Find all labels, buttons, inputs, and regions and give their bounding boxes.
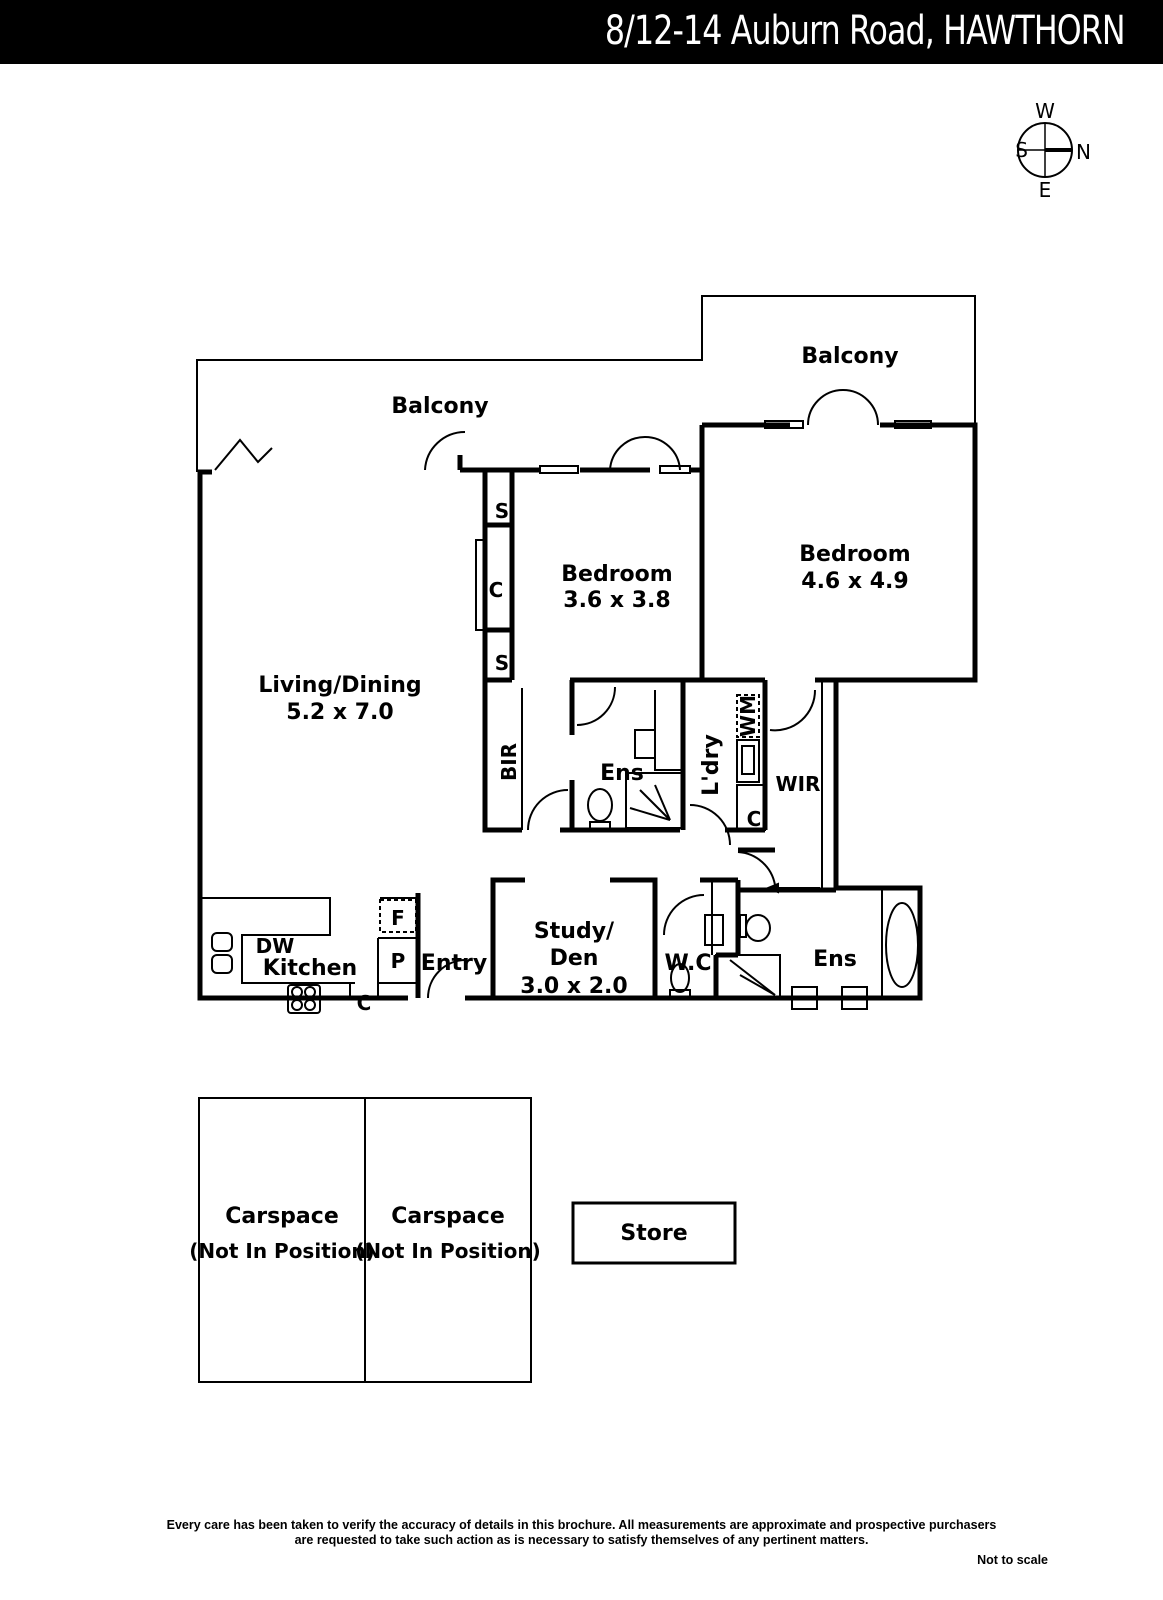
entry-label: Entry: [421, 951, 487, 976]
pantry-label: P: [391, 949, 406, 973]
compass-south: S: [1015, 138, 1028, 162]
store-outline: [571, 1201, 737, 1265]
compass-west: W: [1035, 99, 1055, 123]
disclaimer: Every care has been taken to verify the …: [0, 1518, 1163, 1548]
cupboard-label: C: [747, 807, 762, 831]
fixtures: [200, 388, 932, 1014]
compass-east: E: [1039, 178, 1052, 202]
den-label: Den: [550, 946, 599, 971]
carspace-2-label: Carspace: [391, 1204, 505, 1229]
living-dining-size: 5.2 x 7.0: [286, 700, 393, 725]
property-address-title: 8/12-14 Auburn Road, HAWTHORN: [605, 8, 1126, 54]
bedroom-1-size: 4.6 x 4.9: [801, 569, 908, 594]
compass-north: N: [1076, 140, 1091, 164]
store-label: Store: [620, 1221, 687, 1246]
shelf-label: S: [495, 651, 509, 675]
carspace-1-note: (Not In Position): [189, 1239, 374, 1263]
cupboard-label: C: [489, 578, 504, 602]
header-bar: 8/12-14 Auburn Road, HAWTHORN: [0, 0, 1163, 64]
ensuite-1-label: Ens: [600, 761, 644, 786]
study-size: 3.0 x 2.0: [520, 974, 627, 999]
cupboard-label: C: [357, 991, 372, 1015]
living-dining-label: Living/Dining: [258, 673, 421, 698]
compass-icon: W S N E: [1015, 99, 1091, 202]
disclaimer-line-1: Every care has been taken to verify the …: [166, 1518, 997, 1532]
bedroom-2-size: 3.6 x 3.8: [563, 588, 670, 613]
disclaimer-line-2: are requested to take such action as is …: [294, 1533, 869, 1547]
shelf-label: S: [495, 499, 509, 523]
carspace-2-note: (Not In Position): [355, 1239, 540, 1263]
bedroom-1-label: Bedroom: [799, 542, 910, 567]
study-label: Study/: [534, 919, 615, 944]
carspace-outline: [198, 1097, 532, 1383]
balcony-label: Balcony: [391, 394, 488, 419]
laundry-label: L'dry: [699, 734, 724, 796]
bedroom-2-label: Bedroom: [561, 562, 672, 587]
fridge-label: F: [391, 906, 405, 930]
dishwasher-label: DW: [256, 934, 295, 958]
ensuite-2-label: Ens: [813, 947, 857, 972]
wc-label: W.C: [665, 951, 712, 976]
carspace-1-label: Carspace: [225, 1204, 339, 1229]
wir-label: WIR: [776, 772, 821, 796]
kitchen-label: Kitchen: [263, 956, 357, 981]
not-to-scale-note: Not to scale: [977, 1553, 1048, 1567]
bir-label: BIR: [497, 743, 521, 781]
washing-machine-label: WM: [736, 695, 760, 737]
balcony-label: Balcony: [801, 344, 898, 369]
balcony-outline: [196, 295, 976, 472]
